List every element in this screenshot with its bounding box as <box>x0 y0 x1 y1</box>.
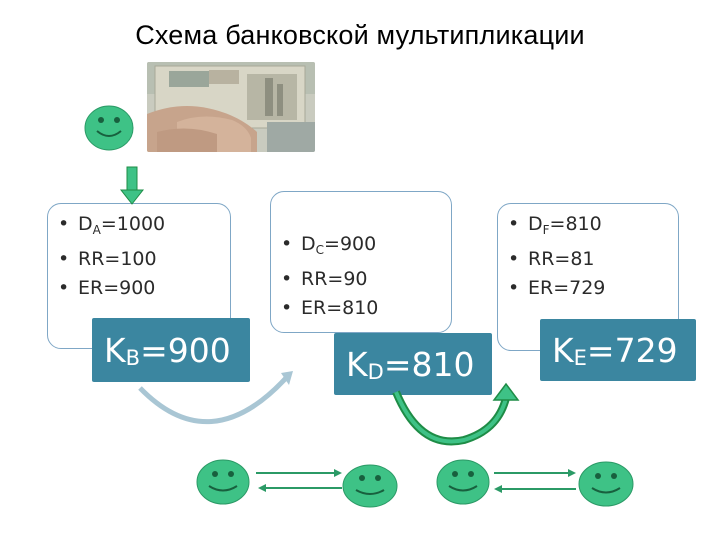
smiley-face-icon <box>84 105 134 151</box>
exchange-arrows-left-icon <box>256 469 342 492</box>
curved-arrow-green-icon <box>392 382 520 446</box>
bank-a-excess-reserve: •ER=900 <box>58 277 156 299</box>
bank-f-deposit: •DF=810 <box>508 213 602 237</box>
bank-c-excess-reserve: •ER=810 <box>281 297 379 319</box>
bank-c-required-reserve: •RR=90 <box>281 268 368 290</box>
bank-c-box: •DC=900 •RR=90 •ER=810 <box>270 191 452 333</box>
smiley-face-icon <box>342 464 398 508</box>
smiley-face-icon <box>196 459 250 505</box>
bank-f-required-reserve: •RR=81 <box>508 248 595 270</box>
curved-arrow-icon <box>138 371 293 424</box>
banknote-photo <box>147 62 315 152</box>
bank-a-deposit: •DA=1000 <box>58 213 166 237</box>
bank-f-excess-reserve: •ER=729 <box>508 277 606 299</box>
arrow-down-icon <box>119 166 145 205</box>
bank-c-deposit: •DC=900 <box>281 233 377 257</box>
exchange-arrows-right-icon <box>494 469 576 493</box>
bank-a-required-reserve: •RR=100 <box>58 248 157 270</box>
smiley-face-icon <box>436 459 490 505</box>
smiley-face-icon <box>578 461 634 507</box>
page-title: Схема банковской мультипликации <box>135 20 585 50</box>
